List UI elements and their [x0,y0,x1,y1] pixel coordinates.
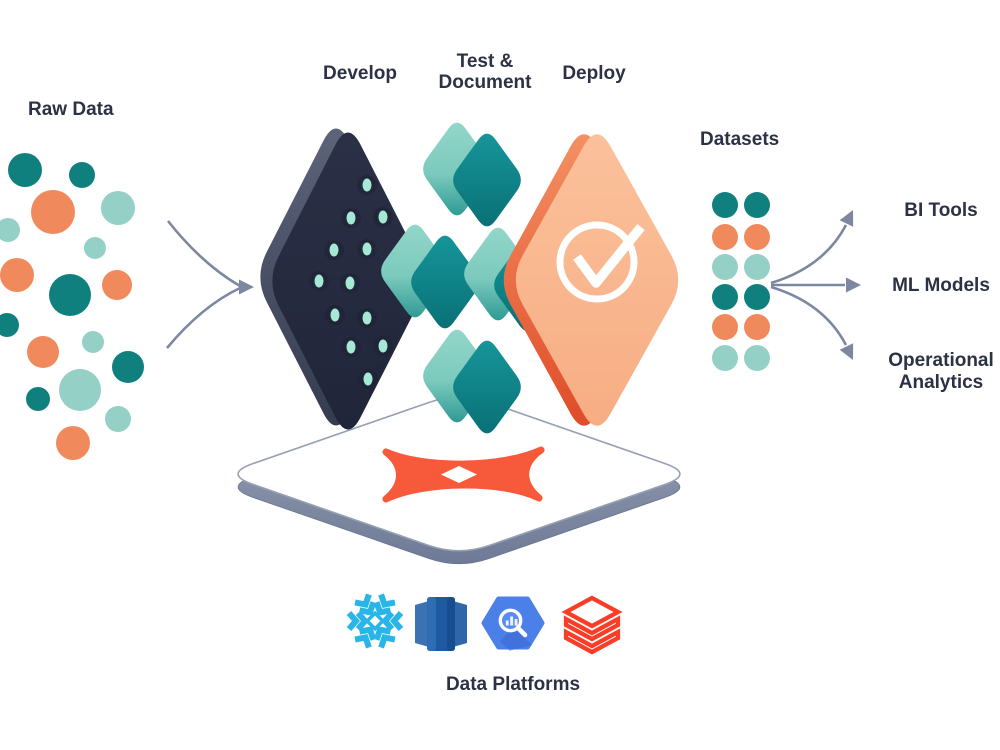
stage-label-deploy: Deploy [562,63,626,84]
raw-data-dot [82,331,104,353]
dbt-x-logo-hole [441,466,477,483]
develop-dot [346,340,356,354]
output-label-ml-models: ML Models [892,275,990,296]
raw-data-dot [102,270,132,300]
raw-data-dot [112,351,144,383]
develop-dot [362,311,372,325]
dataset-dot [744,254,770,280]
dataset-dot [744,314,770,340]
check-icon [556,221,645,303]
raw-data-dot [0,258,34,292]
dataset-dot [712,254,738,280]
redshift-icon [415,597,467,651]
develop-dot [378,210,388,224]
dataset-dot [712,192,738,218]
raw-data-dot [0,313,19,337]
dataset-dot [744,284,770,310]
raw-data-dot [0,218,20,242]
raw-data-dot [84,237,106,259]
raw-data-label: Raw Data [28,99,114,120]
raw-data-dot [26,387,50,411]
raw-data-dot [101,191,135,225]
flow-arrows-right [770,210,861,360]
dataset-dot [744,345,770,371]
raw-data-dot [27,336,59,368]
raw-data-dot [49,274,91,316]
develop-dot [330,308,340,322]
arrow-to-bi-tools [770,224,848,285]
develop-dot [362,242,372,256]
develop-dot [378,339,388,353]
dataset-dot [712,224,738,250]
raw-data-dot [31,190,75,234]
develop-dot [329,243,339,257]
dataset-dot [712,284,738,310]
develop-model-dots [309,175,393,389]
datasets-dots [712,192,770,371]
cube-top [423,122,521,227]
stage-label-test-document: Test & Document [438,51,532,93]
datasets-label: Datasets [700,129,780,150]
develop-dot [346,211,356,225]
develop-diamond [260,128,424,430]
develop-dot [362,178,372,192]
raw-data-dot [59,369,101,411]
raw-data-dots [0,153,144,460]
develop-dot [363,372,373,386]
arrow-to-operational [770,285,848,346]
develop-dot [345,276,355,290]
dataset-dot [712,314,738,340]
cube-bottom [423,329,521,434]
flow-arrow-left [166,220,254,349]
dbt-x-logo [382,446,545,503]
raw-data-dot [56,426,90,460]
bigquery-icon [481,596,545,661]
cube-mid-left [381,224,479,329]
output-label-operational-analytics: Operational Analytics [888,350,994,393]
dataset-dot [712,345,738,371]
raw-data-dot [69,162,95,188]
deploy-diamond [503,134,679,426]
develop-dot [314,274,324,288]
dataset-dot [744,192,770,218]
snowflake-icon [346,593,404,649]
data-platforms-label: Data Platforms [445,674,581,695]
databricks-icon [561,595,623,655]
stage-label-develop: Develop [323,63,397,84]
raw-data-dot [105,406,131,432]
raw-data-dot [8,153,42,187]
output-label-bi-tools: BI Tools [904,200,978,221]
dataset-dot [744,224,770,250]
